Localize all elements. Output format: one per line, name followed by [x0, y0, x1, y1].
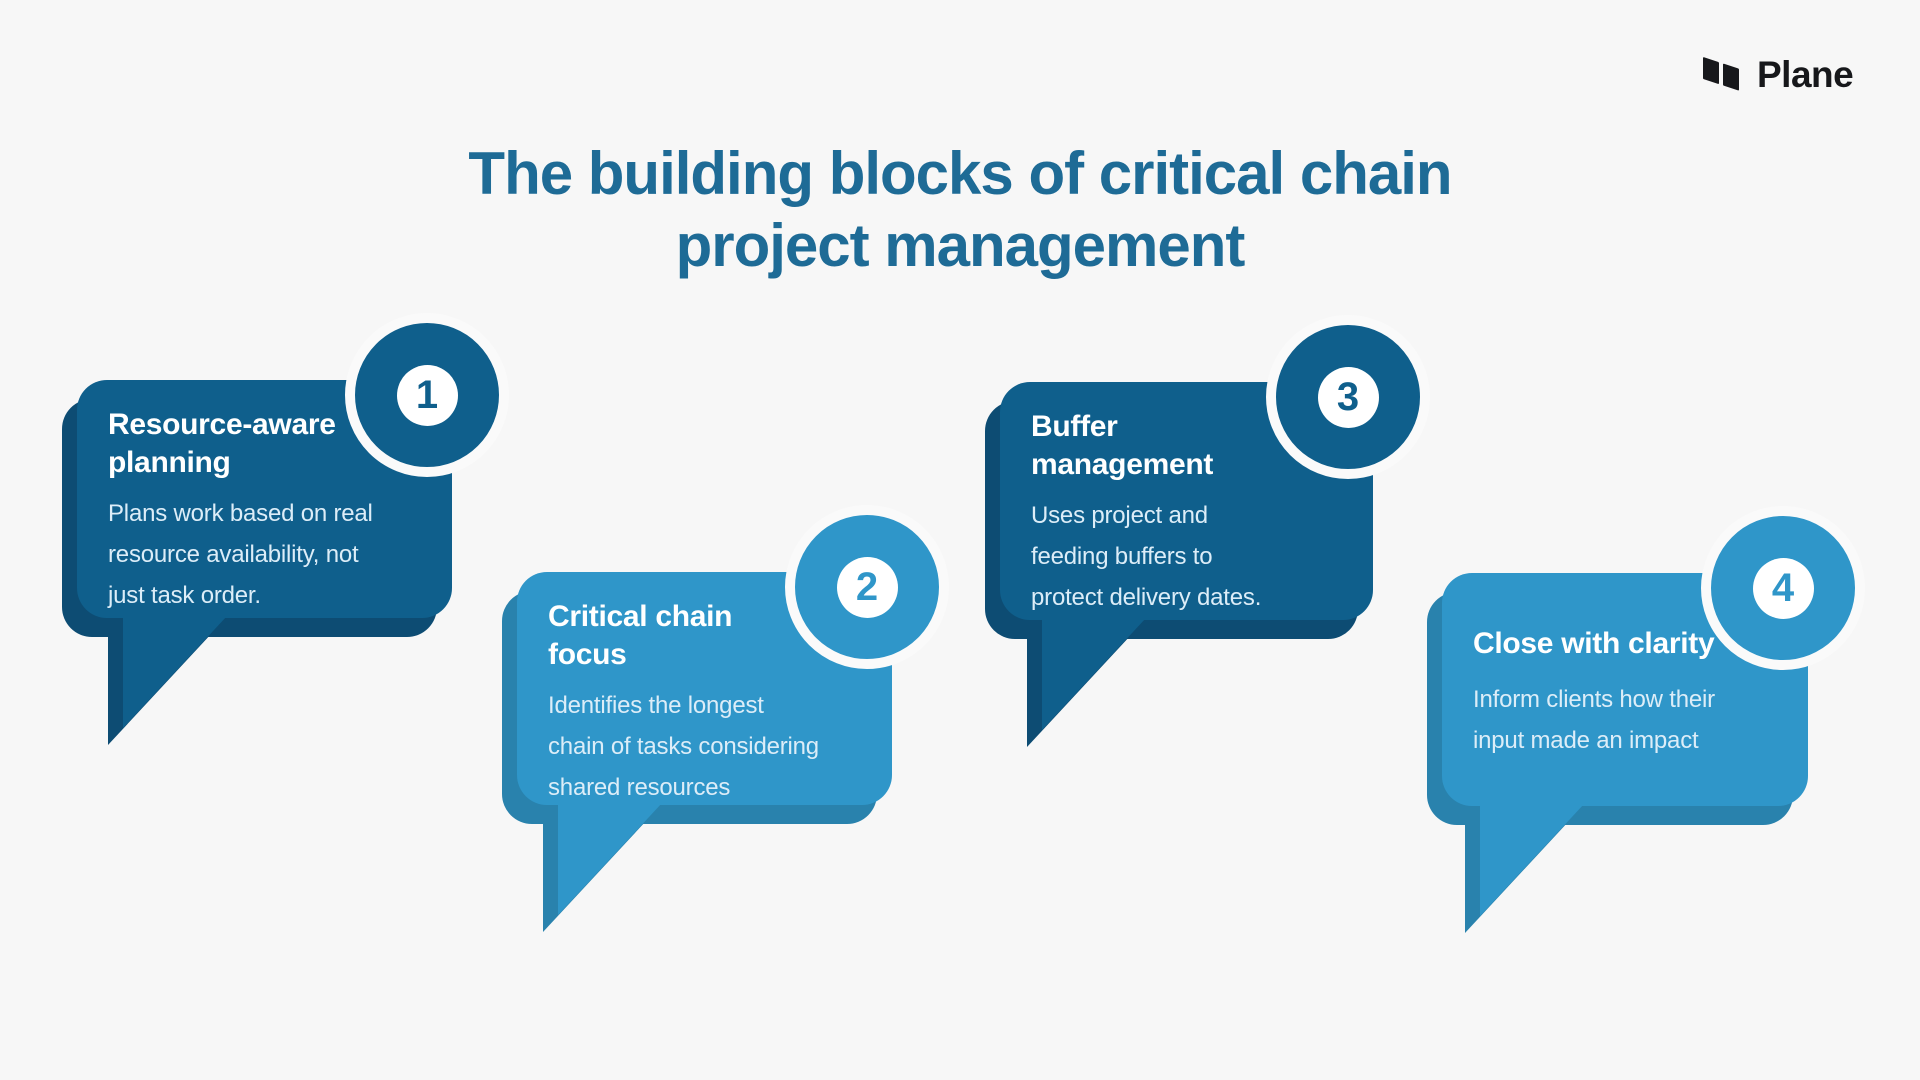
card-title: Close with clarity — [1473, 627, 1715, 660]
plane-logo-text: Plane — [1757, 54, 1854, 95]
step-number: 1 — [396, 364, 458, 426]
card-buffer-management: Buffer management Uses project and feedi… — [985, 315, 1430, 747]
page-title: The building blocks of critical chain pr… — [0, 138, 1920, 282]
card-critical-chain-focus: Critical chain focus Identifies the long… — [502, 505, 949, 932]
step-number-badge: 3 — [1266, 315, 1430, 479]
step-number-badge: 2 — [785, 505, 949, 669]
plane-logo: Plane — [1700, 52, 1854, 98]
card-body: Identifies the longest chain of tasks co… — [548, 692, 819, 801]
step-number: 4 — [1752, 557, 1814, 619]
step-number: 3 — [1317, 366, 1379, 428]
speech-bubble: Critical chain focus Identifies the long… — [517, 572, 892, 805]
step-number: 2 — [836, 556, 898, 618]
card-body: Uses project and feeding buffers to prot… — [1031, 502, 1262, 611]
card-title: Resource-aware planning — [108, 408, 336, 479]
card-body: Plans work based on real resource availa… — [108, 500, 373, 609]
page-title-line1: The building blocks of critical chain — [468, 140, 1452, 207]
card-body: Inform clients how their input made an i… — [1473, 686, 1715, 754]
step-number-badge: 1 — [345, 313, 509, 477]
card-resource-aware-planning: Resource-aware planning Plans work based… — [62, 313, 509, 745]
plane-logo-icon — [1700, 52, 1748, 98]
step-number-badge: 4 — [1701, 506, 1865, 670]
page-title-line2: project management — [675, 212, 1246, 279]
card-close-with-clarity: Close with clarity Inform clients how th… — [1427, 506, 1865, 933]
card-title: Buffer management — [1031, 410, 1214, 481]
card-title: Critical chain focus — [548, 600, 733, 671]
